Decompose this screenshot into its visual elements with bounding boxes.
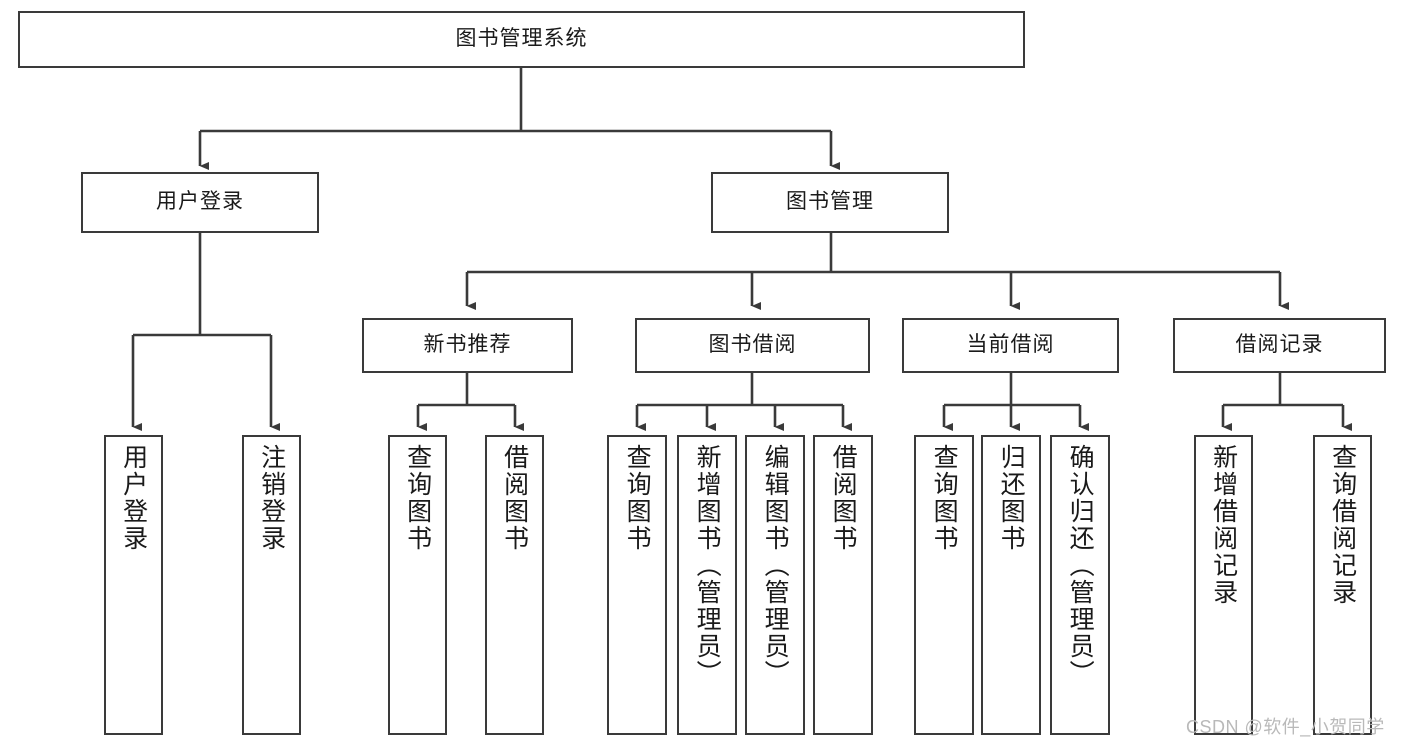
leaf-borrow-add-book-admin[interactable]: 新增图书（管理员） [677, 435, 737, 735]
leaf-borrow-query-book[interactable]: 查询图书 [607, 435, 667, 735]
leaf-new-book-borrow[interactable]: 借阅图书 [485, 435, 544, 735]
watermark: CSDN @软件_小贺同学 [1186, 717, 1385, 737]
leaf-records-add-record[interactable]: 新增借阅记录 [1194, 435, 1253, 735]
leaf-user-login-signin[interactable]: 用户登录 [104, 435, 163, 735]
leaf-label: 新增借阅记录 [1209, 444, 1238, 606]
node-borrow-records-label: 借阅记录 [1235, 333, 1324, 357]
leaf-label: 注销登录 [257, 444, 286, 552]
leaf-borrow-edit-book-admin[interactable]: 编辑图书（管理员） [745, 435, 805, 735]
node-new-book-recommend[interactable]: 新书推荐 [362, 318, 573, 373]
leaf-label: 借阅图书 [829, 444, 858, 552]
leaf-records-query-record[interactable]: 查询借阅记录 [1313, 435, 1372, 735]
node-current-borrow[interactable]: 当前借阅 [902, 318, 1119, 373]
leaf-label: 归还图书 [997, 444, 1026, 552]
node-book-borrow[interactable]: 图书借阅 [635, 318, 870, 373]
node-user-login-label: 用户登录 [156, 190, 244, 214]
leaf-label: 查询图书 [623, 444, 652, 552]
leaf-current-query-book[interactable]: 查询图书 [914, 435, 974, 735]
node-current-borrow-label: 当前借阅 [966, 333, 1055, 357]
leaf-label: 查询图书 [403, 444, 432, 552]
leaf-label: 用户登录 [119, 444, 148, 552]
node-root-label: 图书管理系统 [455, 27, 588, 51]
node-new-book-recommend-label: 新书推荐 [423, 333, 512, 357]
leaf-borrow-borrow-book[interactable]: 借阅图书 [813, 435, 873, 735]
leaf-label: 确认归还（管理员） [1066, 444, 1095, 687]
leaf-label: 编辑图书（管理员） [761, 444, 790, 687]
node-book-management-label: 图书管理 [786, 190, 874, 214]
leaf-new-book-query[interactable]: 查询图书 [388, 435, 447, 735]
node-user-login[interactable]: 用户登录 [81, 172, 319, 233]
leaf-current-confirm-return-admin[interactable]: 确认归还（管理员） [1050, 435, 1110, 735]
leaf-current-return-book[interactable]: 归还图书 [981, 435, 1041, 735]
leaf-label: 借阅图书 [500, 444, 529, 552]
node-borrow-records[interactable]: 借阅记录 [1173, 318, 1386, 373]
leaf-label: 查询图书 [930, 444, 959, 552]
leaf-label: 查询借阅记录 [1328, 444, 1357, 606]
leaf-user-login-signout[interactable]: 注销登录 [242, 435, 301, 735]
node-root[interactable]: 图书管理系统 [18, 11, 1025, 68]
leaf-label: 新增图书（管理员） [693, 444, 722, 687]
node-book-management[interactable]: 图书管理 [711, 172, 949, 233]
node-book-borrow-label: 图书借阅 [708, 333, 797, 357]
